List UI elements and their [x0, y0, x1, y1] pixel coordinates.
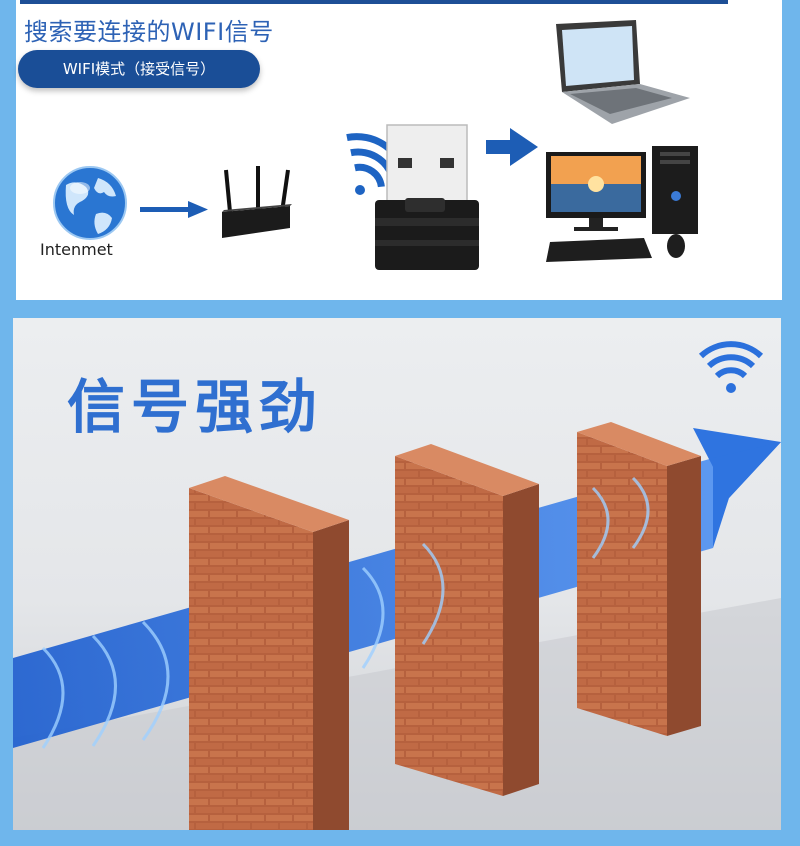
- top-divider: [20, 0, 728, 4]
- signal-strength-panel: 信号强劲: [13, 318, 781, 830]
- signal-wave-rings: [41, 476, 650, 749]
- arrow-right-icon: [140, 201, 208, 218]
- brick-wall: [395, 444, 539, 796]
- internet-label: Intenmet: [40, 240, 113, 259]
- wall-illustration: [13, 341, 781, 830]
- brick-wall: [577, 422, 701, 736]
- router-icon: [222, 166, 292, 238]
- mouse-icon: [667, 234, 685, 258]
- diagram-graphics: [53, 20, 698, 270]
- desktop-monitor-icon: [546, 152, 646, 231]
- feature-title: 信号强劲: [67, 373, 324, 441]
- wifi-icon: [698, 341, 764, 393]
- brick-wall: [189, 476, 349, 830]
- keyboard-icon: [546, 238, 652, 262]
- laptop-icon: [556, 20, 690, 124]
- usb-wifi-adapter: [375, 124, 479, 270]
- globe-icon: [53, 166, 127, 240]
- wifi-mode-badge: WIFI模式（接受信号）: [18, 50, 260, 88]
- section-heading: 搜索要连接的WIFI信号: [24, 18, 274, 46]
- arrow-right-icon: [486, 128, 538, 166]
- pc-tower-icon: [652, 146, 698, 234]
